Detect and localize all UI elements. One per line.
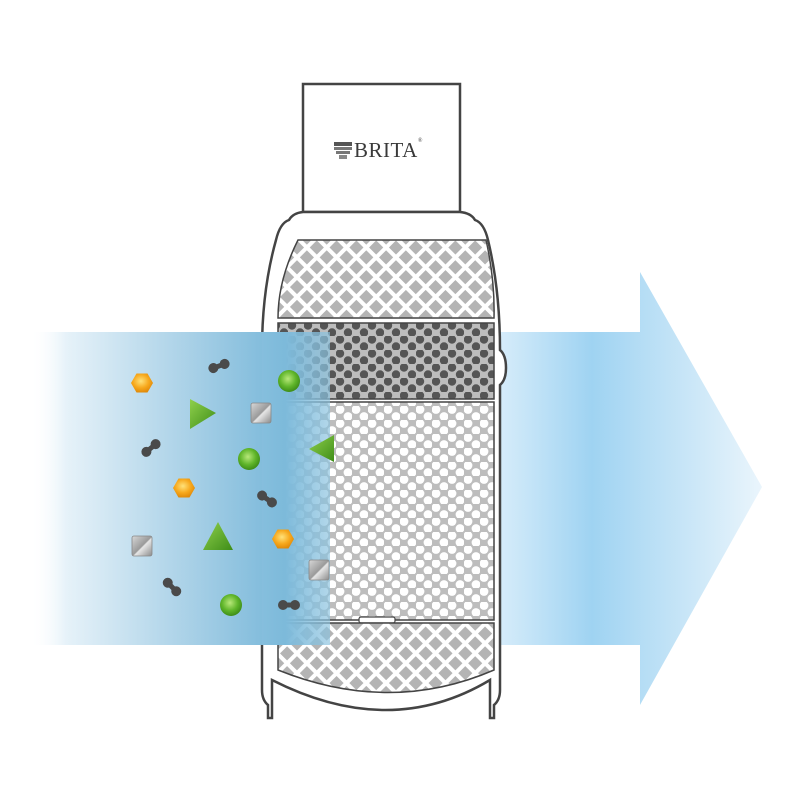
hexagon-particle <box>272 529 294 549</box>
circle-particle <box>238 448 260 470</box>
brand-name: BRITA® <box>354 138 423 163</box>
dumbbell-particle <box>257 490 277 508</box>
separator-tab <box>358 616 396 624</box>
hexagon-particle <box>173 478 195 498</box>
outflow-arrow <box>500 272 762 705</box>
square-particle <box>250 402 272 424</box>
circle-particle <box>278 370 300 392</box>
top-mesh-layer <box>277 239 495 319</box>
dumbbell-particle <box>208 358 230 374</box>
triangle-particle <box>203 522 233 550</box>
brita-logo-icon <box>334 142 352 159</box>
dumbbell-particle <box>141 439 161 457</box>
square-particle <box>308 559 330 581</box>
circle-particle <box>220 594 242 616</box>
triangle-particle <box>190 399 216 429</box>
cartridge-cap <box>301 82 462 214</box>
dumbbell-particle <box>278 600 300 610</box>
registered-mark: ® <box>417 138 423 144</box>
brand-wordmark: BRITA <box>354 138 418 162</box>
triangle-particle <box>309 435 334 462</box>
contaminant-particles <box>131 358 334 616</box>
hexagon-particle <box>131 373 153 393</box>
square-particle <box>131 535 153 557</box>
dumbbell-particle <box>162 577 182 597</box>
bottom-mesh-layer <box>277 622 495 694</box>
